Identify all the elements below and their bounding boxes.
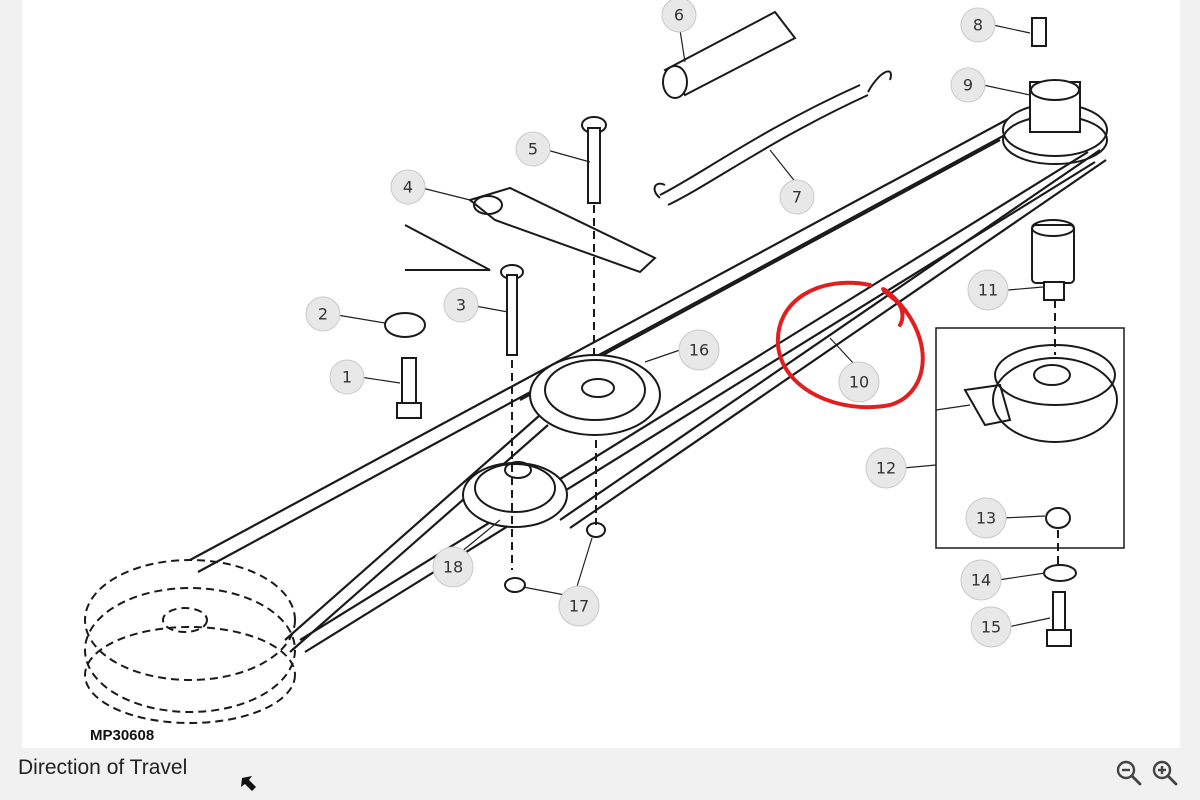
idler-arm-4 — [404, 186, 657, 274]
caption-text: Direction of Travel — [18, 756, 188, 779]
part-code: MP30608 — [90, 727, 154, 744]
key-8 — [1031, 17, 1047, 47]
svg-text:11: 11 — [978, 281, 998, 300]
callout-5: 5 — [515, 131, 551, 167]
svg-text:3: 3 — [456, 296, 466, 315]
svg-text:6: 6 — [674, 6, 684, 25]
callout-18: 18 — [432, 546, 474, 588]
callout-14: 14 — [960, 559, 1002, 601]
spring-7 — [653, 70, 892, 206]
drive-pulley-9 — [1002, 79, 1108, 165]
clutch-12 — [935, 300, 1125, 549]
callout-16: 16 — [678, 329, 720, 371]
svg-text:16: 16 — [689, 341, 709, 360]
washer-14 — [1043, 564, 1077, 582]
svg-text:9: 9 — [963, 76, 973, 95]
svg-text:14: 14 — [971, 571, 991, 590]
callout-6: 6 — [661, 0, 697, 33]
nut-2 — [384, 312, 426, 338]
nut-17a — [586, 522, 606, 538]
zoom-in-icon[interactable] — [1150, 758, 1180, 788]
callout-8: 8 — [960, 7, 996, 43]
callout-15: 15 — [970, 606, 1012, 648]
svg-text:13: 13 — [976, 509, 996, 528]
svg-text:2: 2 — [318, 305, 328, 324]
nut-13 — [1045, 507, 1071, 529]
callout-12: 12 — [865, 447, 907, 489]
bolt-15 — [1046, 591, 1072, 647]
callout-3: 3 — [443, 287, 479, 323]
callout-2: 2 — [305, 296, 341, 332]
callout-9: 9 — [950, 67, 986, 103]
leader-lines — [336, 24, 1051, 628]
deck-pulley — [84, 559, 296, 724]
svg-text:8: 8 — [973, 16, 983, 35]
arrow-up-left-icon — [241, 776, 256, 791]
footer-bar — [0, 748, 1200, 800]
bolt-3 — [500, 264, 524, 570]
idler-pulley-16 — [529, 354, 661, 436]
zoom-out-icon[interactable] — [1114, 758, 1144, 788]
svg-text:5: 5 — [528, 140, 538, 159]
bolt-5 — [581, 116, 607, 355]
callout-10: 10 — [838, 361, 880, 403]
svg-text:7: 7 — [792, 188, 802, 207]
svg-text:12: 12 — [876, 459, 896, 478]
bolt-1 — [396, 357, 422, 419]
svg-text:18: 18 — [443, 558, 463, 577]
callout-17: 17 — [558, 585, 600, 627]
svg-text:10: 10 — [849, 373, 869, 392]
callout-1: 1 — [329, 359, 365, 395]
tube-6 — [662, 10, 797, 99]
svg-text:4: 4 — [403, 178, 413, 197]
callout-13: 13 — [965, 497, 1007, 539]
idler-pulley-18 — [462, 461, 568, 528]
svg-text:15: 15 — [981, 618, 1001, 637]
highlight-circle — [775, 280, 925, 410]
callout-11: 11 — [967, 269, 1009, 311]
nut-17b — [504, 577, 526, 593]
svg-text:17: 17 — [569, 597, 589, 616]
belt-drive-diagram: 1 2 3 4 5 6 7 8 9 10 11 12 13 14 15 16 1… — [84, 0, 1125, 744]
callout-4: 4 — [390, 169, 426, 205]
spacer-11 — [1031, 219, 1075, 301]
svg-text:1: 1 — [342, 368, 352, 387]
belt-lines — [189, 117, 1107, 653]
callout-7: 7 — [779, 179, 815, 215]
